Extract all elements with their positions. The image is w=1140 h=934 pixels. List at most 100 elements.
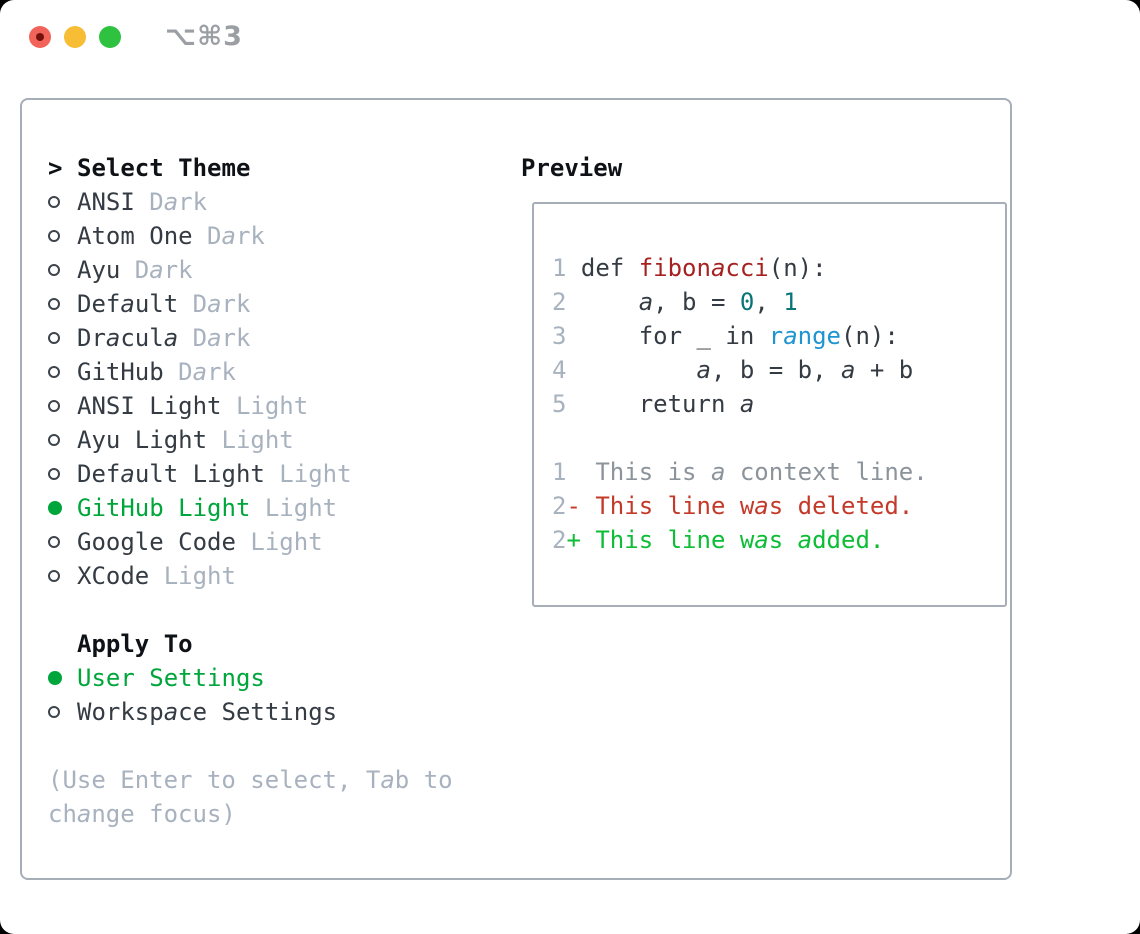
radio-icon	[48, 196, 60, 208]
theme-option[interactable]: Ayu Dark	[48, 253, 453, 287]
radio-icon	[48, 230, 60, 242]
code-line: 2- This line was deleted.	[552, 489, 928, 523]
code-token: return a	[566, 390, 755, 418]
theme-option[interactable]: Dracula Dark	[48, 321, 453, 355]
option-label: Workspace Settings	[77, 698, 338, 726]
radio-icon	[48, 570, 60, 582]
select-theme-label: Select Theme	[77, 154, 251, 182]
theme-option[interactable]: ANSI Dark	[48, 185, 453, 219]
theme-option[interactable]: Default Light Light	[48, 457, 453, 491]
code-token: a, b = b, a + b	[696, 356, 914, 384]
theme-variant: Light	[207, 426, 294, 454]
line-number: 2	[552, 288, 567, 316]
spacer	[48, 593, 453, 627]
option-label: XCode	[77, 562, 150, 590]
code-token: a, b =	[638, 288, 740, 316]
line-number: 2	[552, 526, 567, 554]
theme-variant: Light	[221, 392, 309, 420]
preview-label: Preview	[521, 154, 623, 182]
code-line: 3 for _ in range(n):	[552, 319, 928, 353]
theme-variant: Light	[235, 528, 323, 556]
theme-variant: Light	[149, 562, 236, 590]
code-token: 0	[739, 288, 755, 316]
line-number: 4	[552, 356, 567, 384]
apply-option[interactable]: Workspace Settings	[48, 695, 453, 729]
theme-option[interactable]: ANSI Light Light	[48, 389, 453, 423]
option-label: Default Light	[77, 460, 265, 488]
option-label: ANSI Light	[77, 392, 222, 420]
radio-icon	[48, 468, 60, 480]
radio-icon	[48, 434, 60, 446]
option-label: Dracula	[77, 324, 179, 352]
radio-icon	[48, 332, 60, 344]
code-line: 1 This is a context line.	[552, 455, 928, 489]
code-token: fibonacci	[638, 254, 769, 282]
code-line	[552, 421, 928, 455]
code-token: - This line was deleted.	[566, 492, 914, 520]
apply-option[interactable]: User Settings	[48, 661, 453, 695]
close-button[interactable]	[29, 26, 51, 48]
code-token: def	[566, 254, 639, 282]
theme-option[interactable]: XCode Light	[48, 559, 453, 593]
radio-selected-icon	[48, 671, 62, 685]
radio-selected-icon	[48, 501, 62, 515]
zoom-button[interactable]	[99, 26, 121, 48]
close-dot-icon	[36, 33, 44, 41]
line-number: 3	[552, 322, 567, 350]
radio-icon	[48, 706, 60, 718]
theme-variant: Dark	[178, 324, 251, 352]
code-token: (n):	[768, 254, 827, 282]
code-token: for _ in	[566, 322, 769, 350]
theme-option[interactable]: Google Code Light	[48, 525, 453, 559]
spacer	[48, 729, 453, 763]
code-line: 2+ This line was added.	[552, 523, 928, 557]
code-line: 2 a, b = 0, 1	[552, 285, 928, 319]
code-token: This is a context line.	[566, 458, 928, 486]
theme-option[interactable]: GitHub Light Light	[48, 491, 453, 525]
code-token: range	[768, 322, 842, 350]
line-number: 1	[552, 458, 567, 486]
radio-icon	[48, 400, 60, 412]
line-number: 5	[552, 390, 567, 418]
option-label: Atom One	[77, 222, 193, 250]
window-title: ⌥⌘3	[165, 21, 243, 52]
theme-option[interactable]: Atom One Dark	[48, 219, 453, 253]
theme-option[interactable]: GitHub Dark	[48, 355, 453, 389]
code-token: + This line was added.	[566, 526, 885, 554]
option-label: GitHub Light	[77, 494, 251, 522]
theme-option[interactable]: Default Dark	[48, 287, 453, 321]
radio-icon	[48, 536, 60, 548]
code-line: 5 return a	[552, 387, 928, 421]
code-token: 1	[783, 288, 798, 316]
theme-variant: Light	[250, 494, 338, 522]
line-number: 1	[552, 254, 567, 282]
minimize-button[interactable]	[64, 26, 86, 48]
apply-to-header: Apply To	[48, 627, 453, 661]
line-number: 2	[552, 492, 567, 520]
select-theme-header: > Select Theme	[48, 151, 453, 185]
code-line: 4 a, b = b, a + b	[552, 353, 928, 387]
radio-icon	[48, 298, 60, 310]
option-label: GitHub	[77, 358, 164, 386]
code-token: ,	[754, 288, 784, 316]
theme-option[interactable]: Ayu Light Light	[48, 423, 453, 457]
theme-variant: Dark	[163, 358, 236, 386]
theme-variant: Light	[264, 460, 352, 488]
apply-to-label: Apply To	[77, 630, 193, 658]
radio-icon	[48, 264, 60, 276]
option-label: User Settings	[77, 664, 265, 692]
option-label: Ayu Light	[77, 426, 208, 454]
code-token: (n):	[841, 322, 899, 350]
radio-icon	[48, 366, 60, 378]
theme-variant: Dark	[178, 290, 251, 318]
